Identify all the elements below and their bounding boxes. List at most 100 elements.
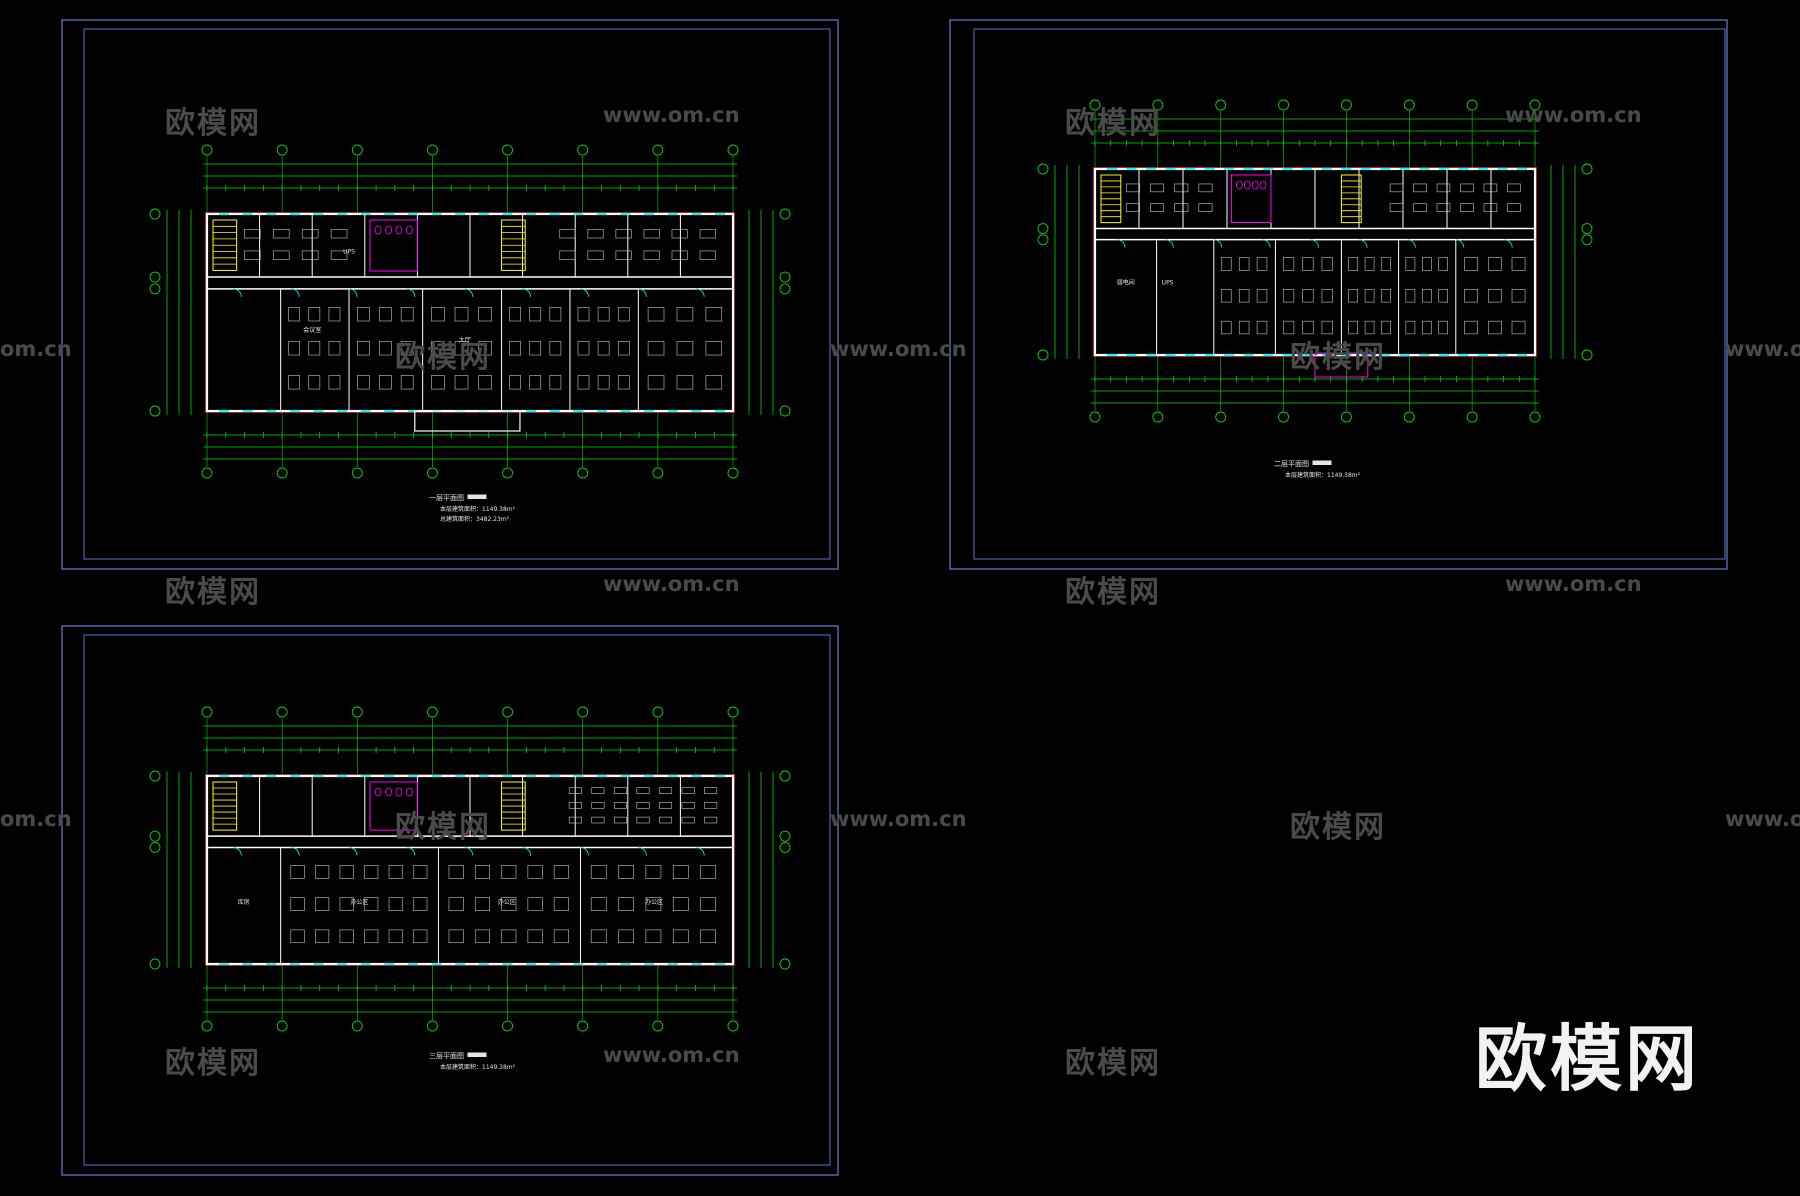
- desk: [618, 929, 634, 944]
- grid-axis-bubble: [577, 144, 589, 156]
- desk: [1487, 320, 1502, 335]
- desk: [1221, 257, 1232, 271]
- grid-axis-bubble: [276, 706, 288, 718]
- desk: [529, 341, 542, 356]
- plan-sheet-1: 大厅UPS会议室一层平面图本层建筑面积：1149.38m²总建筑面积：3482.…: [61, 19, 839, 570]
- door-swing: [233, 288, 242, 297]
- watermark-cn: 欧模网: [1290, 810, 1386, 845]
- desk: [676, 375, 694, 390]
- desk: [1421, 289, 1432, 303]
- entrance-canopy: [414, 410, 521, 432]
- desk: [681, 787, 695, 794]
- desk: [590, 897, 607, 911]
- desk: [388, 865, 403, 879]
- desk: [577, 375, 590, 390]
- desk: [591, 802, 605, 809]
- grid-axis-bubble: [577, 467, 589, 479]
- toilet-fixture: [405, 787, 413, 797]
- desk: [1381, 320, 1391, 335]
- grid-axis-bubble: [201, 1020, 213, 1032]
- desk: [1221, 289, 1232, 303]
- desk: [272, 229, 290, 239]
- desk: [681, 816, 695, 824]
- desk: [645, 865, 662, 879]
- desk: [400, 307, 414, 322]
- door-swing: [1310, 239, 1319, 248]
- toilet-fixture: [1251, 180, 1259, 190]
- desk: [1464, 320, 1478, 335]
- grid-axis-bubble: [652, 1020, 664, 1032]
- door-swing: [348, 288, 358, 297]
- desk: [676, 307, 694, 322]
- toilet-fixture: [395, 225, 403, 235]
- desk: [553, 929, 569, 944]
- desk: [591, 787, 605, 794]
- toilet-block: [369, 219, 418, 272]
- grid-axis-bubble: [1403, 99, 1415, 111]
- door-swing: [522, 847, 531, 856]
- desk: [587, 250, 604, 260]
- desk: [288, 375, 301, 390]
- desk: [509, 341, 521, 356]
- door-swing: [291, 847, 300, 856]
- entrance-bay: [1314, 352, 1369, 378]
- desk: [681, 802, 695, 809]
- toilet-fixture: [385, 787, 392, 797]
- desk: [413, 929, 428, 944]
- desk: [301, 229, 319, 239]
- desk: [1511, 289, 1526, 303]
- desk: [591, 816, 605, 824]
- desk: [1256, 320, 1268, 335]
- desk: [643, 250, 660, 260]
- plan-sheet-3: 库房办公区办公区办公区三层平面图本层建筑面积：1149.38m²: [61, 625, 839, 1176]
- desk: [672, 865, 689, 879]
- desk: [568, 802, 582, 809]
- desk: [587, 229, 604, 239]
- desk: [549, 341, 562, 356]
- plan-title: 三层平面图: [429, 1052, 464, 1060]
- desk: [1511, 257, 1526, 271]
- row-axis-bubble: [779, 770, 791, 782]
- watermark-url: www.om.cn: [603, 103, 740, 127]
- grid-axis-bubble: [1278, 99, 1290, 111]
- grid-axis-bubble: [426, 706, 438, 718]
- row-axis-bubble: [1037, 223, 1049, 234]
- door-swing: [580, 288, 589, 297]
- desk: [315, 897, 330, 911]
- row-axis-bubble: [149, 841, 161, 853]
- row-axis-bubble: [149, 770, 161, 782]
- desk: [244, 229, 261, 239]
- watermark-url: www.om.cn: [830, 807, 967, 831]
- row-axis-bubble: [149, 958, 161, 970]
- watermark-cn: 欧模网: [1290, 340, 1386, 375]
- desk: [527, 897, 543, 911]
- door-swing: [1504, 239, 1513, 248]
- room-label: 会议室: [303, 326, 321, 334]
- toilet-fixture: [1236, 180, 1243, 190]
- grid-axis-bubble: [1152, 411, 1164, 423]
- desk: [290, 929, 305, 944]
- row-axis-bubble: [779, 405, 791, 417]
- desk: [290, 897, 305, 911]
- desk: [1238, 257, 1250, 271]
- desk: [330, 229, 348, 239]
- grid-axis-bubble: [201, 706, 213, 718]
- desk: [1238, 320, 1250, 335]
- desk: [378, 375, 392, 390]
- desk: [1150, 183, 1165, 193]
- row-axis-bubble: [779, 958, 791, 970]
- grid-axis-bubble: [502, 1020, 514, 1032]
- desk: [388, 897, 403, 911]
- title-underline-bar: [467, 494, 487, 499]
- row-axis-bubble: [1037, 163, 1049, 175]
- desk: [330, 250, 348, 260]
- door-swing: [522, 288, 531, 297]
- desk: [615, 229, 632, 239]
- sheet-outer-frame: [61, 19, 839, 570]
- desk: [1507, 203, 1521, 212]
- desk: [1389, 183, 1404, 193]
- desk: [645, 897, 662, 911]
- desk: [400, 375, 414, 390]
- row-axis-bubble: [149, 271, 161, 283]
